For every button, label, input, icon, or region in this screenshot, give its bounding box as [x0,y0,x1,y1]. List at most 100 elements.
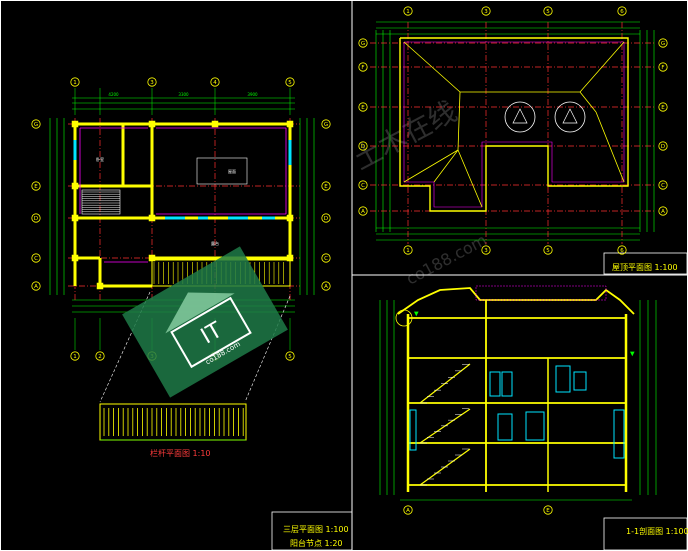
plan-row-bubble-right-2 [321,213,331,223]
roof-row-bubble-left-2 [358,102,368,112]
roof-row-bubble-right-4 [658,180,668,190]
watermark-house-icon [170,296,252,369]
roof-ridge-8 [403,149,459,183]
plan-column-1 [148,120,156,128]
plan-column-11 [286,254,294,262]
roof-row-bubble-left-5-label: A [361,209,365,215]
section-opening-3 [525,411,545,441]
roof-row-bubble-right-0-label: G [661,41,665,47]
plan-row-bubble-left-2 [31,213,41,223]
sheet-label: 三层平面图 1:100 [283,525,349,534]
plan-row-bubble-right-3 [321,253,331,263]
section-opening-0 [489,371,501,397]
roof-vent-arrow-1 [562,108,578,124]
section-title-box [603,517,688,551]
roof-col-bubble-top-2-label: 5 [546,9,550,15]
plan-top-dim-text-0: 4200 [108,92,119,97]
roof-col-bubble-top-3 [617,6,627,16]
roof-ridge-4 [433,149,459,183]
roof-row-bubble-right-4-label: C [661,183,665,189]
plan-col-bubble-bottom-0 [70,351,80,361]
roof-row-bubble-left-1 [358,62,368,72]
roof-row-bubble-right-5-label: A [661,209,665,215]
plan-row-bubble-left-0 [31,119,41,129]
section-axis-bubble-e [543,505,553,515]
section-roof-profile [397,287,635,315]
section-detail-callout [395,309,413,327]
roof-ridge-5 [457,149,483,208]
section-opening-1 [501,371,513,397]
roof-col-bubble-bottom-2-label: 5 [546,248,550,254]
plan-row-bubble-left-4-label: A [34,284,38,290]
plan-row-bubble-right-2-label: D [324,216,328,222]
section-level-mark-0: ▼ [414,311,419,318]
roof-row-bubble-left-3 [358,141,368,151]
roof-col-bubble-bottom-3 [617,245,627,255]
roof-row-bubble-left-0-label: G [361,41,365,47]
plan-top-dim-text-2: 3900 [247,92,258,97]
plan-col-bubble-top-1 [147,77,157,87]
plan-col-bubble-top-0 [70,77,80,87]
roof-row-bubble-right-0 [658,38,668,48]
roof-ridge-6 [579,91,597,113]
roof-vent-arrow-0 [512,108,528,124]
plan-column-10 [148,254,156,262]
roof-ridge-3 [457,91,461,151]
plan-column-3 [286,120,294,128]
sheet-subtitle: 阳台节点 1:20 [290,539,343,548]
watermark-tile [122,246,288,398]
plan-row-bubble-left-1 [31,181,41,191]
roof-col-bubble-top-1-label: 3 [484,9,488,15]
plan-column-4 [71,182,79,190]
section-roof-hatch [475,285,607,301]
plan-column-5 [71,214,79,222]
roof-ridge-0 [403,41,461,93]
plan-top-dim-text-1: 3300 [178,92,189,97]
plan-row-bubble-left-4 [31,281,41,291]
roof-title-box [603,252,688,275]
roof-vent-1 [554,101,586,133]
roof-col-bubble-bottom-0 [403,245,413,255]
plan-col-bubble-top-2-label: 4 [213,80,217,86]
plan-room-label-2: 卧室 [96,156,104,162]
roof-eave-outline [399,37,629,212]
plan-column-8 [71,254,79,262]
plan-row-bubble-left-0-label: G [34,122,38,128]
roof-ridge-7 [595,111,625,183]
plan-room-label-1: 露台 [211,240,219,246]
plan-col-bubble-bottom-4-label: 5 [288,354,292,360]
section-opening-4 [555,365,571,393]
section-opening-5 [573,371,587,391]
section-axis-bubble-a [403,505,413,515]
section-opening-7 [409,409,417,451]
plan-col-bubble-top-1-label: 3 [150,80,154,86]
plan-col-bubble-bottom-1 [95,351,105,361]
plan-column-0 [71,120,79,128]
roof-col-bubble-bottom-2 [543,245,553,255]
sheet-title-box [271,511,353,551]
plan-col-bubble-top-3 [285,77,295,87]
roof-col-bubble-top-0-label: 1 [406,9,410,15]
section-title: 1-1剖面图 1:100 [626,527,688,536]
roof-col-bubble-bottom-1-label: 3 [484,248,488,254]
roof-row-bubble-right-1 [658,62,668,72]
roof-row-bubble-right-5 [658,206,668,216]
plan-row-bubble-right-1-label: E [324,184,328,190]
plan-column-7 [286,214,294,222]
roof-ridge-1 [579,41,625,93]
roof-vent-0 [504,101,536,133]
plan-column-9 [96,282,104,290]
watermark-roof-icon [165,292,235,334]
plan-row-bubble-right-0-label: G [324,122,328,128]
plan-row-bubble-left-2-label: D [34,216,38,222]
roof-row-bubble-right-2-label: E [661,105,665,111]
section-level-mark-1: ▼ [630,351,635,358]
roof-row-bubble-left-4 [358,180,368,190]
plan-row-bubble-right-3-label: C [324,256,328,262]
plan-col-bubble-top-2 [210,77,220,87]
roof-col-bubble-top-2 [543,6,553,16]
plan-row-bubble-left-3-label: C [34,256,38,262]
roof-row-bubble-right-1-label: F [661,65,664,71]
